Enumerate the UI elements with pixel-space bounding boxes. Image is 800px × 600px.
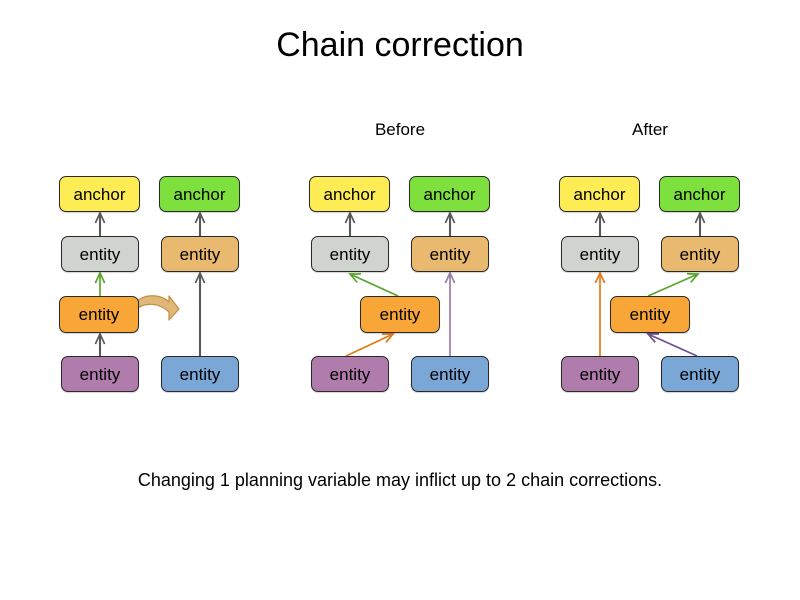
anchor-node: anchor [559, 176, 640, 212]
arrow [594, 270, 606, 356]
arrow [647, 272, 700, 297]
node-label: entity [79, 364, 121, 384]
node-label: anchor [573, 184, 626, 204]
entity-node: entity [661, 356, 739, 392]
node-label: entity [78, 305, 120, 324]
arrow [94, 270, 106, 296]
node-label: entity [329, 364, 371, 384]
node-label: anchor [423, 184, 476, 204]
arrow [94, 331, 106, 356]
entity-node: entity [61, 236, 139, 272]
entity-node: entity [610, 296, 690, 333]
arrow [444, 210, 456, 236]
arrow [131, 295, 180, 321]
entity-node: entity [411, 236, 489, 272]
anchor-node: anchor [409, 176, 490, 212]
node-label: entity [579, 364, 621, 384]
node-label: entity [679, 364, 721, 384]
node-label: entity [679, 244, 721, 264]
arrow [646, 332, 698, 357]
node-label: entity [429, 244, 471, 264]
entity-node: entity [561, 356, 639, 392]
node-label: entity [79, 244, 121, 264]
entity-node: entity [311, 356, 389, 392]
entity-node: entity [311, 236, 389, 272]
arrow [194, 210, 206, 236]
node-label: entity [329, 244, 371, 264]
entity-node: entity [561, 236, 639, 272]
entity-node: entity [161, 236, 239, 272]
node-label: anchor [323, 184, 376, 204]
node-label: entity [429, 364, 471, 384]
node-label: anchor [173, 184, 226, 204]
node-label: anchor [673, 184, 726, 204]
arrow [694, 210, 706, 236]
entity-node: entity [360, 296, 440, 333]
arrow [444, 270, 456, 356]
arrow [94, 210, 106, 236]
phase-label-after: After [632, 120, 668, 139]
arrow [344, 210, 356, 236]
arrow [594, 210, 606, 236]
slide-caption: Changing 1 planning variable may inflict… [137, 470, 663, 490]
arrow [348, 273, 399, 297]
node-label: entity [179, 364, 221, 384]
entity-node: entity [161, 356, 239, 392]
anchor-node: anchor [309, 176, 390, 212]
entity-node: entity [59, 296, 139, 333]
anchor-node: anchor [59, 176, 140, 212]
page-title: Chain correction [276, 26, 524, 64]
node-label: entity [579, 244, 621, 264]
entity-node: entity [661, 236, 739, 272]
arrow [194, 270, 206, 356]
node-label: entity [629, 305, 671, 324]
node-label: entity [179, 244, 221, 264]
node-label: anchor [73, 184, 126, 204]
arrow [345, 333, 395, 357]
phase-label-before: Before [374, 120, 426, 139]
anchor-node: anchor [159, 176, 240, 212]
anchor-node: anchor [659, 176, 740, 212]
node-label: entity [379, 305, 421, 324]
entity-node: entity [61, 356, 139, 392]
entity-node: entity [411, 356, 489, 392]
